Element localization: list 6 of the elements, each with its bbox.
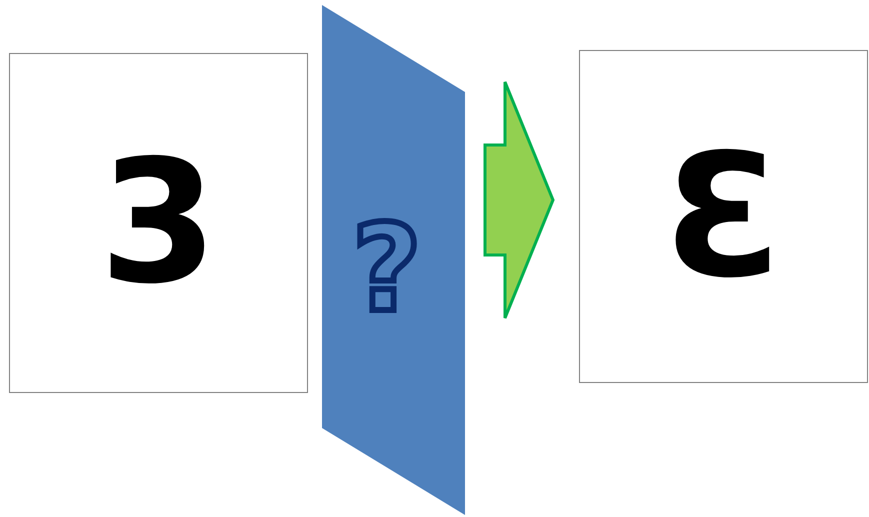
- card: [579, 50, 868, 383]
- card: [9, 53, 308, 393]
- block-arrow: [484, 80, 555, 320]
- question-mark: ?: [352, 210, 422, 330]
- digit: Ɛ: [664, 132, 783, 302]
- digit: 3: [99, 138, 218, 308]
